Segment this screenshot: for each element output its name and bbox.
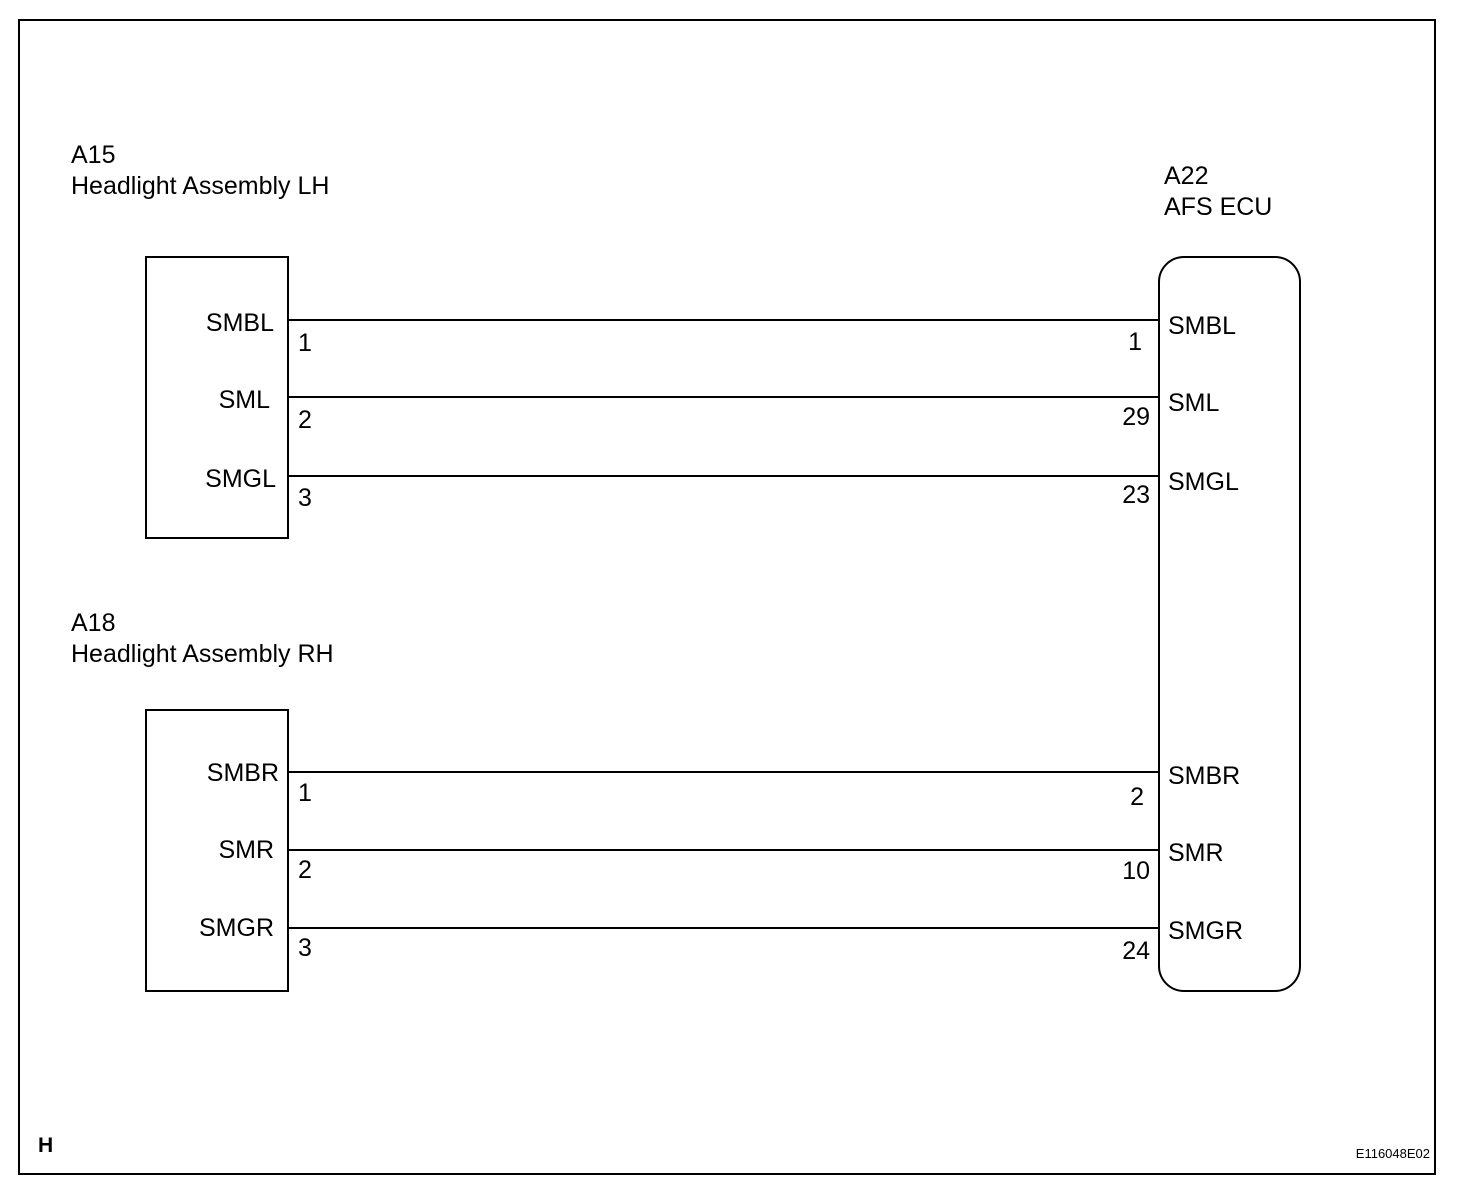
lh-terminal-sml: SML bbox=[218, 386, 270, 414]
ecu-terminal-smgl: SMGL bbox=[1168, 468, 1239, 496]
ecu-title: A22 AFS ECU bbox=[1164, 161, 1272, 223]
corner-mark: H bbox=[38, 1134, 54, 1157]
wire-smgl bbox=[289, 475, 1158, 477]
rh-pin-2: 2 bbox=[298, 856, 312, 884]
wire-smbl bbox=[289, 319, 1158, 321]
lh-title: A15 Headlight Assembly LH bbox=[71, 140, 329, 202]
rh-pin-1: 1 bbox=[298, 779, 312, 807]
lh-pin-3: 3 bbox=[298, 484, 312, 512]
ecu-pin-23: 23 bbox=[1122, 481, 1150, 509]
rh-title: A18 Headlight Assembly RH bbox=[71, 608, 334, 670]
ecu-terminal-smbl: SMBL bbox=[1168, 312, 1237, 340]
ecu-box bbox=[1158, 256, 1301, 992]
ecu-terminal-smr: SMR bbox=[1168, 839, 1224, 867]
lh-pin-2: 2 bbox=[298, 406, 312, 434]
diagram-frame bbox=[18, 19, 1436, 1175]
ecu-pin-10: 10 bbox=[1122, 857, 1150, 885]
wire-smgr bbox=[289, 927, 1158, 929]
rh-connector-box bbox=[145, 709, 289, 992]
ecu-pin-2: 2 bbox=[1130, 783, 1144, 811]
lh-connector-box bbox=[145, 256, 289, 539]
wire-smbr bbox=[289, 771, 1158, 773]
ecu-terminal-sml: SML bbox=[1168, 389, 1220, 417]
wire-sml bbox=[289, 396, 1158, 398]
rh-id: A18 bbox=[71, 609, 116, 637]
figure-code: E116048E02 bbox=[1355, 1146, 1430, 1161]
ecu-terminal-smgr: SMGR bbox=[1168, 917, 1243, 945]
rh-terminal-smgr: SMGR bbox=[199, 914, 274, 942]
lh-terminal-smbl: SMBL bbox=[205, 309, 274, 337]
rh-name: Headlight Assembly RH bbox=[71, 640, 334, 668]
ecu-name: AFS ECU bbox=[1164, 193, 1273, 221]
lh-terminal-smgl: SMGL bbox=[205, 465, 276, 493]
wire-smr bbox=[289, 849, 1158, 851]
lh-id: A15 bbox=[71, 141, 116, 169]
lh-name: Headlight Assembly LH bbox=[71, 172, 330, 200]
rh-terminal-smbr: SMBR bbox=[206, 759, 279, 787]
ecu-id: A22 bbox=[1164, 162, 1209, 190]
rh-pin-3: 3 bbox=[298, 934, 312, 962]
ecu-pin-24: 24 bbox=[1122, 937, 1150, 965]
ecu-pin-29: 29 bbox=[1122, 403, 1150, 431]
ecu-pin-1: 1 bbox=[1128, 328, 1142, 356]
ecu-terminal-smbr: SMBR bbox=[1168, 762, 1241, 790]
rh-terminal-smr: SMR bbox=[218, 836, 274, 864]
lh-pin-1: 1 bbox=[298, 329, 312, 357]
